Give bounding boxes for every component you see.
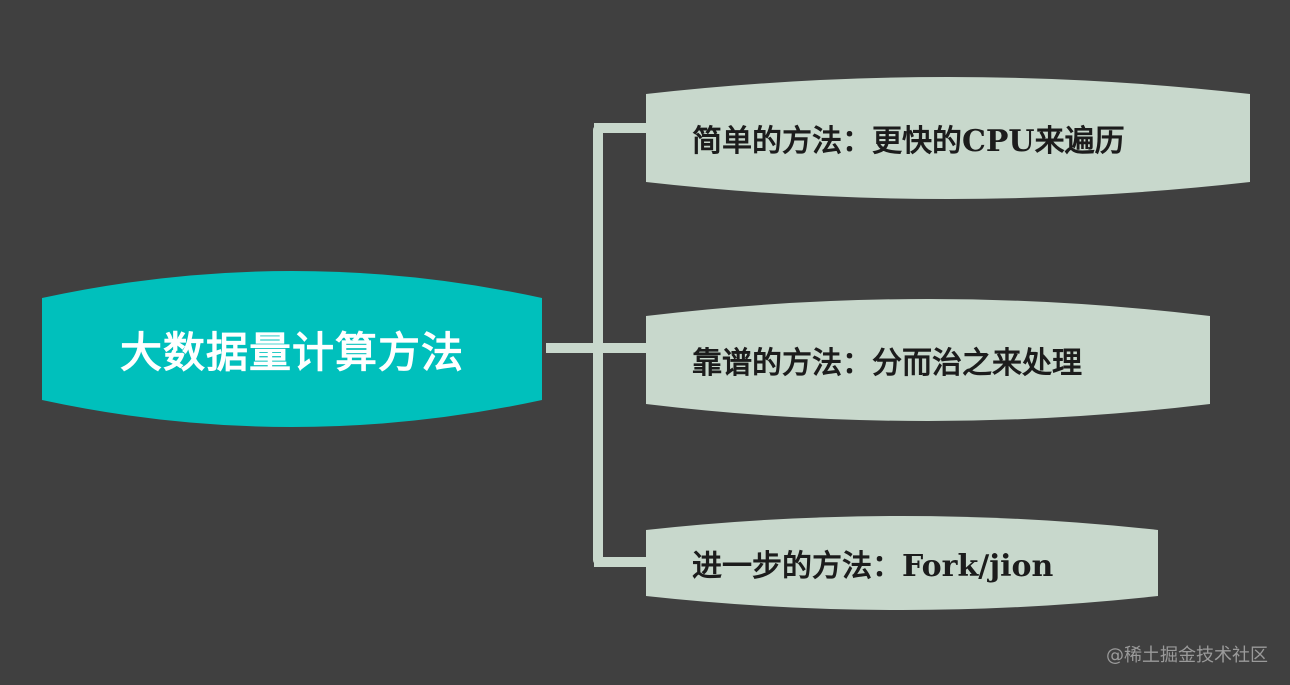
branch-node-shape bbox=[646, 299, 1210, 421]
branch-node-label: 进一步的方法：Fork/jion bbox=[692, 549, 1054, 584]
branch-node-shape bbox=[646, 77, 1250, 199]
root-node-label: 大数据量计算方法 bbox=[119, 327, 464, 377]
root-node: 大数据量计算方法 bbox=[38, 258, 546, 440]
branch-node-simple: 简单的方法：更快的CPU来遍历 bbox=[642, 70, 1254, 206]
branch-node-label: 靠谱的方法：分而治之来处理 bbox=[692, 346, 1082, 381]
branch-node-shape bbox=[646, 516, 1158, 610]
branch-node-fork-join: 进一步的方法：Fork/jion bbox=[642, 510, 1162, 646]
branch-node-divide-conquer: 靠谱的方法：分而治之来处理 bbox=[642, 292, 1214, 428]
branch-node-label: 简单的方法：更快的CPU来遍历 bbox=[692, 124, 1125, 159]
watermark: @稀土掘金技术社区 bbox=[1106, 645, 1268, 666]
root-node-shape bbox=[42, 271, 542, 427]
